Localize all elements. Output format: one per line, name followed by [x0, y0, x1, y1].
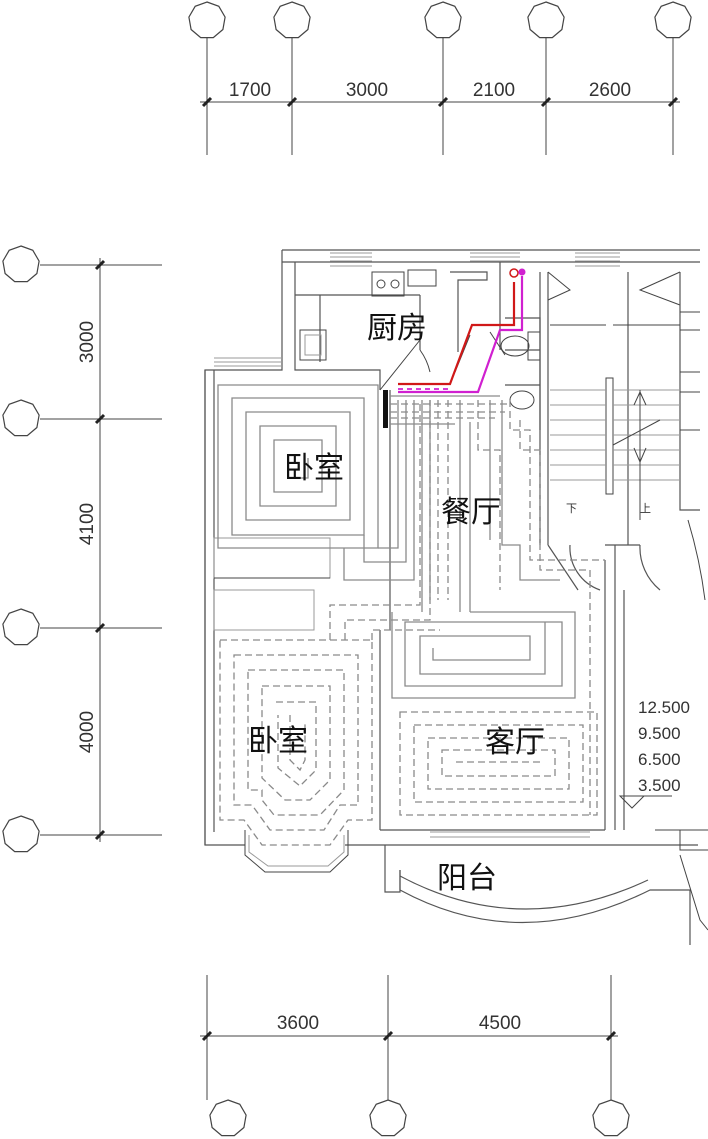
axis-bubble [2, 399, 40, 437]
building-walls: 下 上 [204, 249, 708, 945]
axis-bubble [188, 1, 226, 39]
axis-bubble [369, 1099, 407, 1137]
elevation-label: 3.500 [638, 776, 681, 795]
left-axis-grid: 3000 4100 4000 [2, 245, 162, 853]
axis-bubble [209, 1099, 247, 1137]
dim-left-3: 4000 [77, 711, 98, 753]
room-label-living: 客厅 [485, 725, 545, 760]
return-pipe [398, 276, 524, 394]
elevation-levels: 12.500 9.500 6.500 3.500 [638, 698, 690, 795]
room-label-bedroom-upper: 卧室 [284, 451, 344, 486]
heating-coils-solid [217, 384, 576, 699]
axis-bubble [527, 1, 565, 39]
axis-bubble [273, 1, 311, 39]
axis-bubble [2, 245, 40, 283]
dim-bottom-1: 3600 [277, 1013, 319, 1034]
top-axis-grid: 1700 3000 2100 2600 [188, 1, 692, 155]
supply-pipe [398, 282, 516, 386]
stair-down-label: 下 [566, 502, 577, 515]
room-labels: 厨房 卧室 餐厅 卧室 客厅 阳台 [248, 311, 545, 896]
elevation-label: 6.500 [638, 750, 681, 769]
axis-bubble [654, 1, 692, 39]
bottom-axis-grid: 3600 4500 [200, 975, 630, 1137]
room-label-kitchen: 厨房 [367, 311, 427, 346]
room-label-bedroom-lower: 卧室 [248, 724, 308, 759]
dim-top-3: 2100 [473, 80, 515, 101]
axis-bubble [2, 608, 40, 646]
room-label-dining: 餐厅 [441, 495, 501, 530]
elevation-label: 12.500 [638, 698, 690, 717]
dim-top-4: 2600 [589, 80, 631, 101]
heating-manifold [383, 268, 526, 428]
dim-left-2: 4100 [77, 503, 98, 545]
dim-top-1: 1700 [229, 80, 271, 101]
axis-bubble [592, 1099, 630, 1137]
dim-top-2: 3000 [346, 80, 388, 101]
axis-bubble [2, 815, 40, 853]
dim-left-1: 3000 [77, 321, 98, 363]
stair-up-label: 上 [640, 502, 651, 515]
axis-bubble [424, 1, 462, 39]
heating-coils-dashed [219, 400, 605, 846]
room-label-balcony: 阳台 [437, 861, 497, 896]
stairs: 下 上 [550, 324, 680, 520]
elevation-label: 9.500 [638, 724, 681, 743]
dim-bottom-2: 4500 [479, 1013, 521, 1034]
